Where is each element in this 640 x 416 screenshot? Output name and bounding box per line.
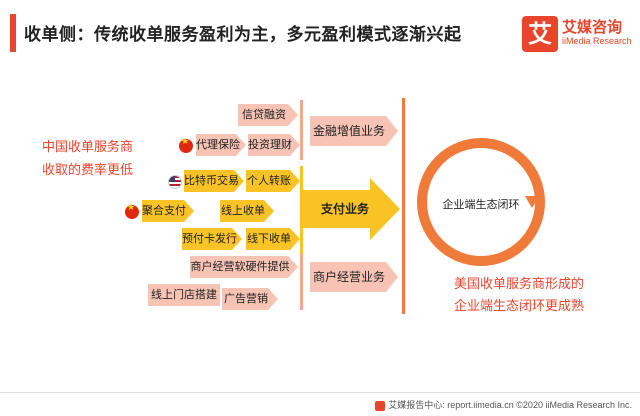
us-ecosystem-note-line2: 企业端生态闭环更成熟 bbox=[454, 299, 585, 314]
china-fee-note-line2: 收取的费率更低 bbox=[42, 163, 134, 178]
footer-divider bbox=[0, 392, 640, 393]
pill-merchant-software-hardware: 商户经营软硬件提供 bbox=[190, 256, 298, 278]
brand-logo: 艾 艾媒咨询 iiMedia Research bbox=[522, 14, 634, 54]
logo-subtitle: iiMedia Research bbox=[562, 36, 632, 46]
report-center-icon bbox=[375, 400, 386, 411]
pill-online-acquiring: 线上收单 bbox=[220, 200, 274, 222]
china-fee-note: 中国收单服务商 收取的费率更低 bbox=[42, 136, 133, 182]
pill-bitcoin-trading: 比特币交易 bbox=[184, 170, 244, 192]
pill-advertising: 广告营销 bbox=[222, 288, 278, 310]
logo-mark: 艾 bbox=[522, 16, 558, 52]
pill-offline-acquiring: 线下收单 bbox=[246, 228, 300, 250]
pill-credit-financing: 信贷融资 bbox=[238, 104, 298, 126]
pill-personal-transfer: 个人转账 bbox=[246, 170, 300, 192]
category-finance-value-added: 金融增值业务 bbox=[310, 116, 398, 146]
title-accent-bar bbox=[10, 14, 16, 52]
ring-arrowhead-icon bbox=[525, 196, 539, 208]
pill-aggregated-payment: 聚合支付 bbox=[142, 200, 194, 222]
category-payment: 支付业务 bbox=[320, 202, 369, 216]
us-flag-icon bbox=[168, 175, 182, 189]
us-ecosystem-note-line1: 美国收单服务商形成的 bbox=[454, 277, 585, 292]
merchant-connector-line bbox=[300, 254, 303, 310]
china-fee-note-line1: 中国收单服务商 bbox=[42, 140, 134, 155]
category-merchant-operation: 商户经营业务 bbox=[310, 262, 398, 292]
china-flag-icon bbox=[125, 203, 139, 219]
footer-text: 艾媒报告中心: report.iimedia.cn ©2020 iiMedia … bbox=[388, 400, 632, 410]
finance-connector-line bbox=[300, 100, 303, 160]
pill-investment-finance: 投资理财 bbox=[248, 134, 300, 156]
logo-name: 艾媒咨询 bbox=[562, 18, 623, 36]
pill-agent-insurance: 代理保险 bbox=[196, 134, 246, 156]
us-ecosystem-note: 美国收单服务商形成的 企业端生态闭环更成熟 bbox=[454, 274, 584, 318]
ecosystem-boundary-line bbox=[402, 98, 405, 314]
ecosystem-label: 企业端生态闭环 bbox=[442, 198, 520, 211]
pill-prepaid-card: 预付卡发行 bbox=[182, 228, 242, 250]
pill-online-store-setup: 线上门店搭建 bbox=[148, 284, 220, 306]
ecosystem-cycle-ring bbox=[417, 138, 545, 266]
china-flag-icon bbox=[179, 137, 193, 153]
payment-arrow bbox=[300, 178, 400, 240]
footer: 艾媒报告中心: report.iimedia.cn ©2020 iiMedia … bbox=[375, 398, 632, 411]
page-title: 收单侧：传统收单服务盈利为主，多元盈利模式逐渐兴起 bbox=[24, 25, 462, 45]
